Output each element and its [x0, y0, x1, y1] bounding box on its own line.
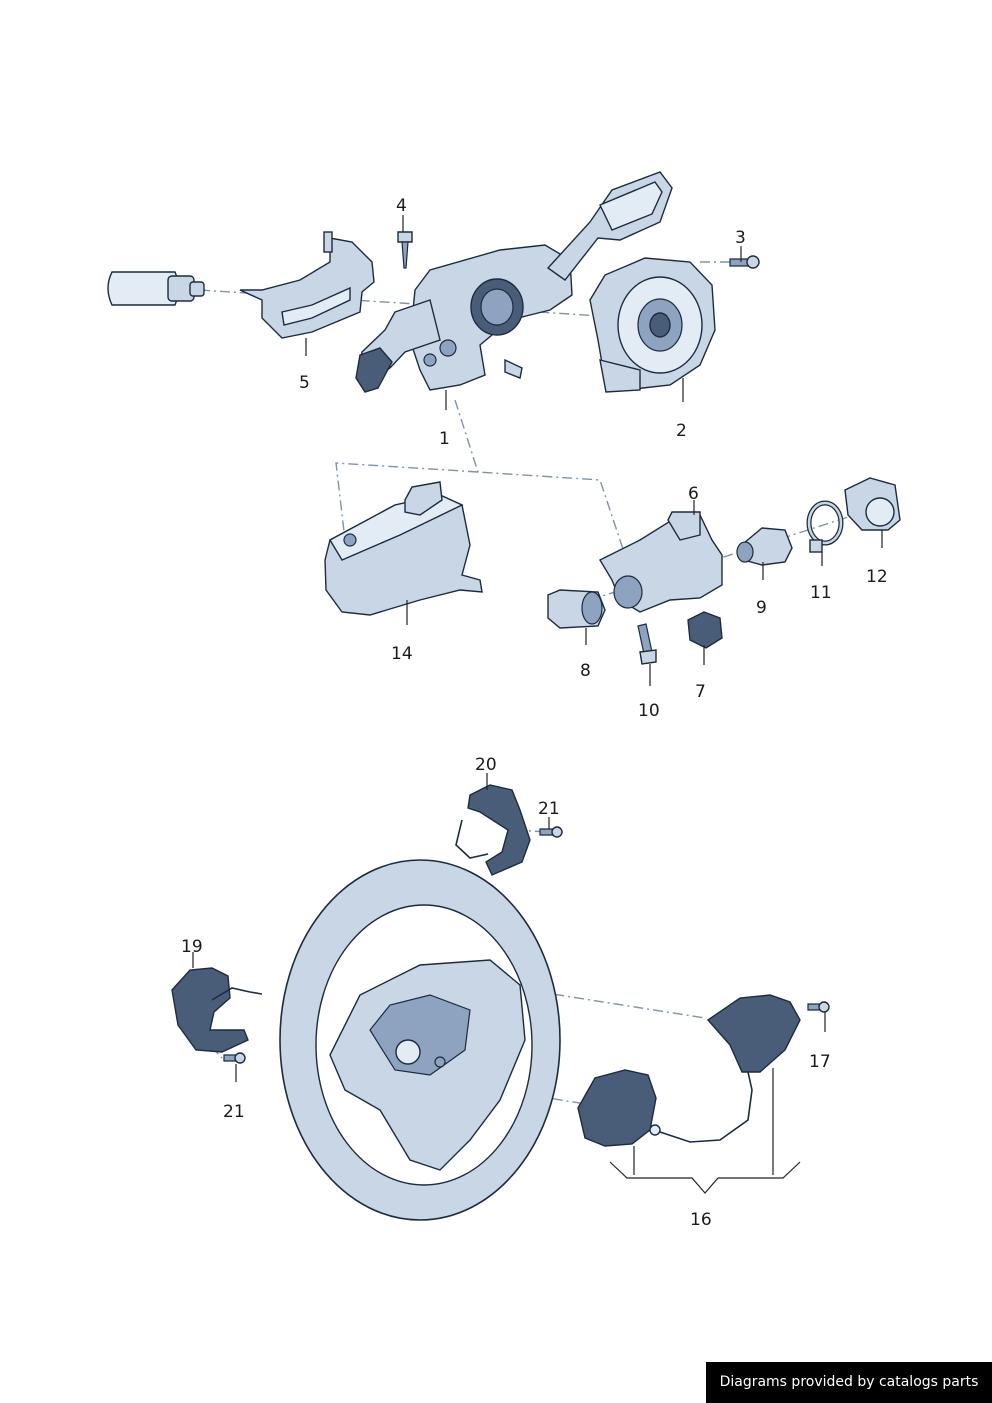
- callout-4: 4: [396, 196, 407, 216]
- callout-14: 14: [391, 644, 413, 664]
- callout-11: 11: [810, 583, 832, 603]
- part-1-combination-switch: [355, 171, 673, 393]
- steering-column-shaft: [107, 271, 205, 306]
- part-2-clock-spring: [589, 257, 716, 393]
- leader-lines: [192, 215, 883, 1194]
- credit-banner: Diagrams provided by catalogs parts: [706, 1362, 992, 1403]
- callout-3: 3: [735, 228, 746, 248]
- callout-8: 8: [580, 661, 591, 681]
- part-12-trim-ring: [844, 477, 901, 531]
- callout-16: 16: [690, 1210, 712, 1230]
- part-4-screw: [397, 231, 413, 269]
- callout-19: 19: [181, 937, 203, 957]
- part-6-lock-housing: [599, 511, 723, 613]
- part-8-lock-cylinder: [547, 589, 606, 629]
- part-10-screw: [637, 623, 657, 665]
- part-17-right-switch: [659, 994, 801, 1143]
- callout-17: 17: [809, 1052, 831, 1072]
- callout-7: 7: [695, 682, 706, 702]
- callout-21-lower: 21: [223, 1102, 245, 1122]
- part-21-screw-upper: [539, 826, 563, 838]
- part-16-left-switch: [577, 1069, 661, 1147]
- callout-6: 6: [688, 484, 699, 504]
- part-20-switch-module: [455, 784, 531, 876]
- callout-2: 2: [676, 421, 687, 441]
- part-21-screw-lower: [223, 1052, 246, 1064]
- callout-12: 12: [866, 567, 888, 587]
- part-5-bracket: [239, 231, 375, 339]
- part-19-switch-module: [171, 967, 263, 1053]
- callout-20: 20: [475, 755, 497, 775]
- callout-21-upper: 21: [538, 799, 560, 819]
- callout-9: 9: [756, 598, 767, 618]
- part-3-screw: [729, 255, 760, 269]
- steering-wheel: [279, 859, 561, 1221]
- part-17-screw: [807, 1001, 830, 1013]
- part-11-ring: [806, 500, 844, 553]
- part-14-control-unit: [324, 481, 483, 616]
- callout-1: 1: [439, 429, 450, 449]
- part-9-cylinder: [736, 527, 793, 566]
- callout-10: 10: [638, 701, 660, 721]
- callout-5: 5: [299, 373, 310, 393]
- part-7-switch: [687, 611, 723, 649]
- callout-labels: 1 2 3 4 5 6 7 8 9 10 11 12 14 16 17 19 2…: [181, 196, 888, 1230]
